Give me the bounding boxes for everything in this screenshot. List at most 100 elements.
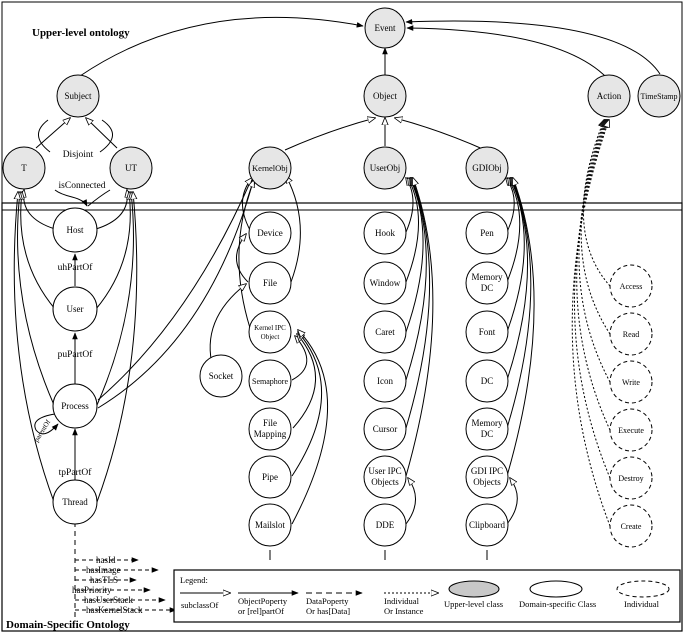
edge-cursor-userobj (405, 178, 431, 429)
node-object (363, 74, 407, 118)
individual-nodes (609, 264, 653, 548)
label-uhpartof: uhPartOf (58, 262, 94, 273)
node-timestamp (637, 74, 681, 118)
edge-gipc-gdiobj (506, 178, 535, 477)
legend-upper-shape (448, 580, 500, 598)
node-memory-dc-2 (465, 407, 509, 451)
label-hasuserstack: hasUserStack (84, 595, 133, 605)
node-ut (109, 146, 153, 190)
label-icon: Icon (377, 376, 393, 386)
label-action: Action (597, 91, 622, 101)
node-destroy (609, 456, 653, 500)
label-host: Host (66, 225, 84, 235)
node-mailslot (248, 503, 292, 547)
edge-read-action (580, 120, 611, 335)
label-subject: Subject (65, 91, 92, 101)
node-memory-dc-1 (465, 261, 509, 305)
edge-user-ut (95, 192, 130, 310)
label-userobj: UserObj (370, 163, 401, 173)
edge-action-event (406, 25, 608, 79)
label-haspriority: hasPriority (72, 585, 112, 595)
label-haskernelstack: hasKernelStack (86, 605, 143, 615)
label-font: Font (479, 327, 496, 337)
edge-process-kernelobj-1 (97, 177, 253, 401)
legend-dataprop-1: DataPoperty (306, 596, 349, 606)
node-font (465, 310, 509, 354)
node-socket (199, 354, 243, 398)
data-property-labels: hasId hasImage hasTLS hasPriority hasUse… (72, 555, 143, 615)
node-dc (465, 359, 509, 403)
label-kernel-ipc-1: Kernel IPC (254, 324, 286, 332)
legend: Legend: subclassOf ObjectPoperty or [rel… (173, 569, 681, 623)
edge-subject-event (79, 16, 364, 77)
label-gdi-ipc-2: Objects (473, 477, 501, 487)
upper-nodes (2, 7, 681, 190)
label-hasimage: hasImage (86, 565, 120, 575)
node-action (587, 74, 631, 118)
edge-process-ut (96, 192, 133, 406)
edge-semaphore-kipc (291, 336, 308, 381)
legend-individual: Individual (624, 599, 660, 609)
label-user: User (67, 304, 84, 314)
disjoint-arc-right (99, 119, 113, 153)
edge-dc-gdiobj (506, 178, 529, 381)
label-disjoint: Disjoint (63, 150, 94, 160)
label-memory-dc-1a: Memory (472, 272, 503, 282)
label-socket: Socket (209, 371, 234, 381)
label-dde: DDE (376, 520, 395, 530)
label-memory-dc-2a: Memory (472, 418, 503, 428)
label-gdi-ipc-1: GDI IPC (471, 466, 503, 476)
edge-uipc-userobj (405, 178, 434, 477)
node-gdiobj (465, 146, 509, 190)
label-destroy: Destroy (618, 474, 643, 483)
label-tppartof: tpPartOf (59, 467, 93, 478)
node-t (2, 146, 46, 190)
label-hook: Hook (375, 228, 395, 238)
edge-kernelobj-object (284, 118, 375, 151)
label-dc: DC (481, 376, 494, 386)
domain-ontology-title: Domain-Specific Ontology (6, 619, 130, 631)
node-gdi-ipc (465, 455, 509, 499)
edge-device-kernelobj (242, 178, 252, 231)
node-hook (363, 211, 407, 255)
legend-box (173, 569, 681, 623)
edge-user-t (21, 192, 56, 310)
edge-file-kernelobj (286, 176, 301, 283)
domain-nodes (52, 207, 509, 547)
edge-window-userobj (405, 178, 419, 283)
node-window (363, 261, 407, 305)
node-userobj (363, 146, 407, 190)
edge-clipboard-gipc (506, 478, 518, 525)
node-file (248, 261, 292, 305)
edge-destroy-action (574, 120, 611, 479)
edge-file-device (236, 234, 249, 283)
label-caret: Caret (375, 327, 395, 337)
label-user-ipc-1: User IPC (368, 466, 401, 476)
node-user-ipc (363, 455, 407, 499)
node-icon (363, 359, 407, 403)
label-file-mapping-2: Mapping (254, 429, 287, 439)
legend-objprop-2: or [rel]partOf (238, 606, 284, 616)
edge-memdc1-gdiobj (506, 178, 521, 283)
edge-create-action (571, 120, 611, 527)
label-semaphore: Semaphore (252, 377, 288, 386)
edge-thread-t (14, 192, 55, 503)
node-read (609, 312, 653, 356)
label-t: T (21, 163, 27, 173)
edges (14, 16, 661, 560)
node-caret (363, 310, 407, 354)
edge-thread-ut (96, 192, 137, 503)
label-object: Object (373, 91, 397, 101)
upper-ontology-title: Upper-level ontology (32, 27, 130, 39)
label-cursor: Cursor (373, 424, 398, 434)
edge-write-action (578, 120, 611, 383)
edge-isconnected-t (54, 189, 88, 207)
label-file-mapping-1: File (263, 418, 277, 428)
label-hastls: hasTLS (90, 575, 118, 585)
edge-timestamp-event (405, 18, 661, 75)
label-access: Access (620, 282, 643, 291)
node-semaphore (248, 359, 292, 403)
edge-dde-uipc (405, 478, 416, 525)
edge-kipc-kernelobj (238, 180, 254, 329)
label-file: File (263, 278, 277, 288)
